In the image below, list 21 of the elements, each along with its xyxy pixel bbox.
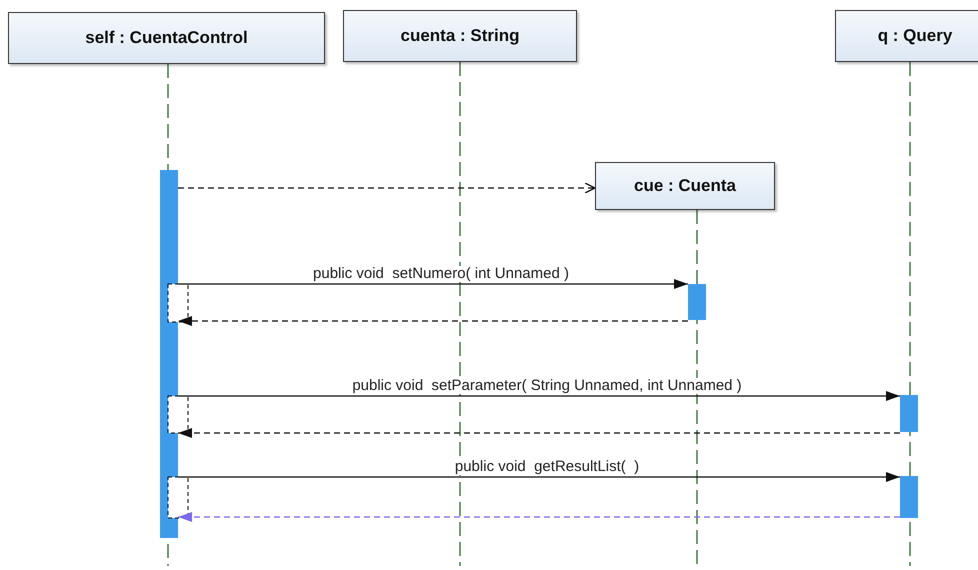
lifeline-header — [595, 162, 775, 210]
object-name: self : CuentaControl — [85, 28, 248, 48]
message-arrow — [178, 316, 688, 326]
message-arrow — [178, 391, 900, 401]
activation-bar — [900, 395, 918, 432]
message-arrow — [178, 428, 900, 438]
object-name: cue : Cuenta — [634, 176, 736, 196]
message-label: public void getResultList( ) — [454, 459, 640, 475]
message-arrow — [178, 279, 688, 289]
lifeline-header — [8, 12, 325, 64]
message-arrow — [178, 472, 900, 482]
lifeline-header — [835, 10, 978, 62]
message-label: public void setNumero( int Unnamed ) — [312, 266, 570, 282]
message-arrow — [178, 182, 596, 194]
message-arrow — [178, 512, 900, 522]
object-name: cuenta : String — [400, 26, 520, 46]
lifeline-header — [343, 10, 577, 62]
activation-bar — [688, 284, 706, 320]
object-name: q : Query — [878, 26, 952, 46]
message-label: public void setParameter( String Unnamed, int Unnamed ) — [351, 378, 743, 394]
activation-bar — [900, 476, 918, 518]
